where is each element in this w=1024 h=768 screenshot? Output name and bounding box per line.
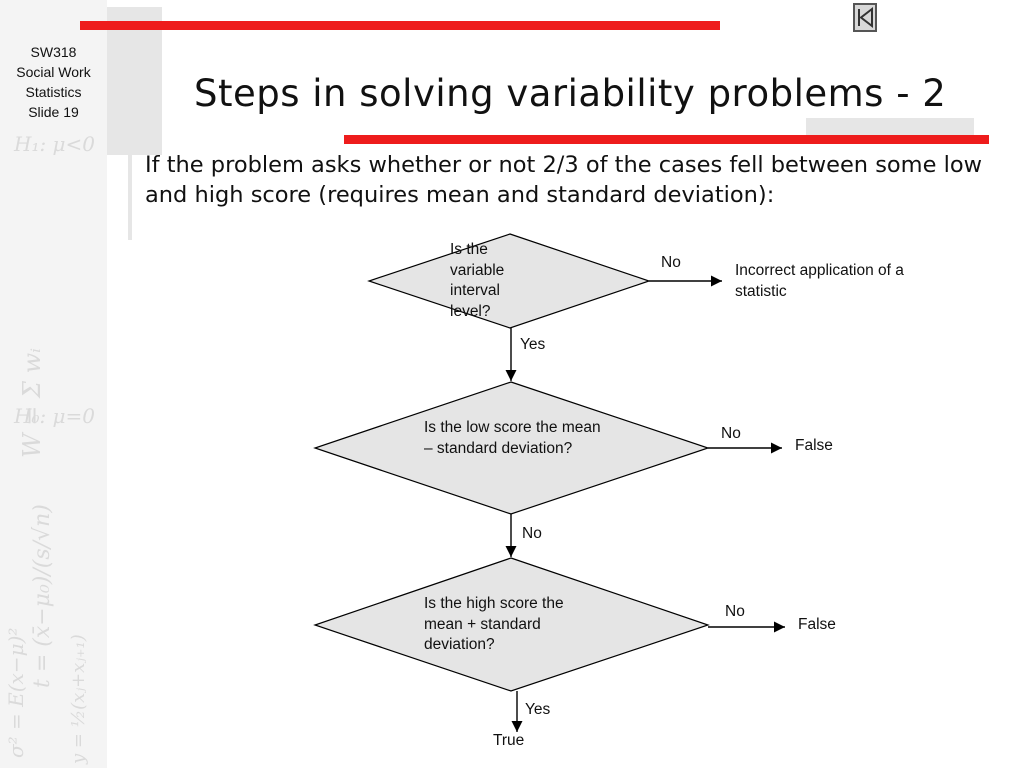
course-label: SW318 Social Work Statistics Slide 19 — [0, 42, 107, 122]
formula: H₀: μ=0 — [14, 404, 96, 428]
q3-no-label: No — [725, 603, 745, 620]
content-gray-line — [128, 148, 132, 240]
background-formulas: H₁: μ<0 W = Σ wᵢ H₀: μ=0 t = (x̄−μ₀)/(s/… — [0, 128, 107, 768]
decision-1-text: Is the variable interval level? — [450, 241, 505, 320]
decision-diamond-3 — [313, 557, 710, 692]
q1-yes-label: Yes — [520, 336, 546, 353]
course-line: SW318 — [30, 44, 77, 60]
course-line: Slide 19 — [28, 104, 79, 120]
q2-right-result: False — [795, 437, 833, 454]
q3-yes-label: Yes — [525, 701, 551, 718]
first-slide-button[interactable] — [853, 3, 877, 32]
q1-no-label: No — [661, 254, 681, 271]
decision-3-text: Is the high score the mean + standard de… — [424, 595, 564, 653]
q3-no-result: False — [798, 616, 836, 633]
decision-diamond-1 — [367, 233, 651, 329]
sidebar-strip — [0, 0, 107, 768]
course-line: Statistics — [25, 84, 82, 100]
skip-to-start-icon — [858, 6, 873, 29]
top-gray-block — [107, 7, 162, 155]
bottom-red-rule — [344, 135, 989, 144]
q3-yes-result: True — [493, 732, 525, 749]
intro-text: If the problem asks whether or not 2/3 o… — [145, 152, 983, 208]
course-line: Social Work — [16, 64, 91, 80]
q2-down-label: No — [522, 525, 542, 542]
bottom-gray-block — [806, 118, 974, 138]
slide-title: Steps in solving variability problems - … — [194, 72, 947, 115]
top-red-rule — [80, 21, 720, 30]
q1-no-result: Incorrect application of a statistic — [735, 262, 904, 300]
q2-no-right-label: No — [721, 425, 741, 442]
formula: H₁: μ<0 — [14, 132, 96, 156]
decision-2-text: Is the low score the mean – standard dev… — [424, 419, 601, 457]
